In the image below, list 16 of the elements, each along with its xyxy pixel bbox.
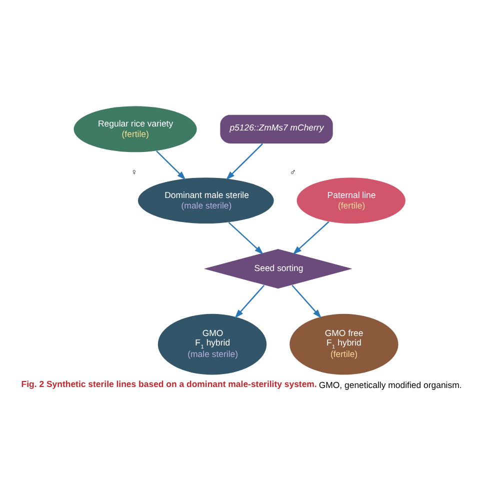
node-box: p5126::ZmMs7 mCherry	[220, 114, 333, 144]
caption: Fig. 2 Synthetic sterile lines based on a dominant male-sterility system. GMO, genetically modified organism.	[21, 379, 462, 390]
node-label: ♀	[130, 167, 138, 178]
arrow	[226, 143, 263, 180]
arrow	[292, 221, 330, 255]
arrow	[156, 150, 186, 180]
node-ellipse: Paternal line (fertile)	[296, 178, 406, 224]
node-diamond: Seed sorting	[204, 248, 352, 289]
arrow	[292, 284, 322, 318]
node-ellipse: GMO F$_{1}$ hybrid (male sterile)	[158, 314, 267, 375]
arrow	[228, 222, 264, 254]
arrow	[234, 284, 265, 318]
node-ellipse: GMO free F$_{1}$ hybrid (fertile)	[290, 314, 398, 375]
node-ellipse: Dominant male sterile (male sterile)	[138, 178, 274, 224]
node-label: ♂	[290, 167, 296, 178]
node-ellipse: Regular rice variety (fertile)	[74, 106, 197, 152]
